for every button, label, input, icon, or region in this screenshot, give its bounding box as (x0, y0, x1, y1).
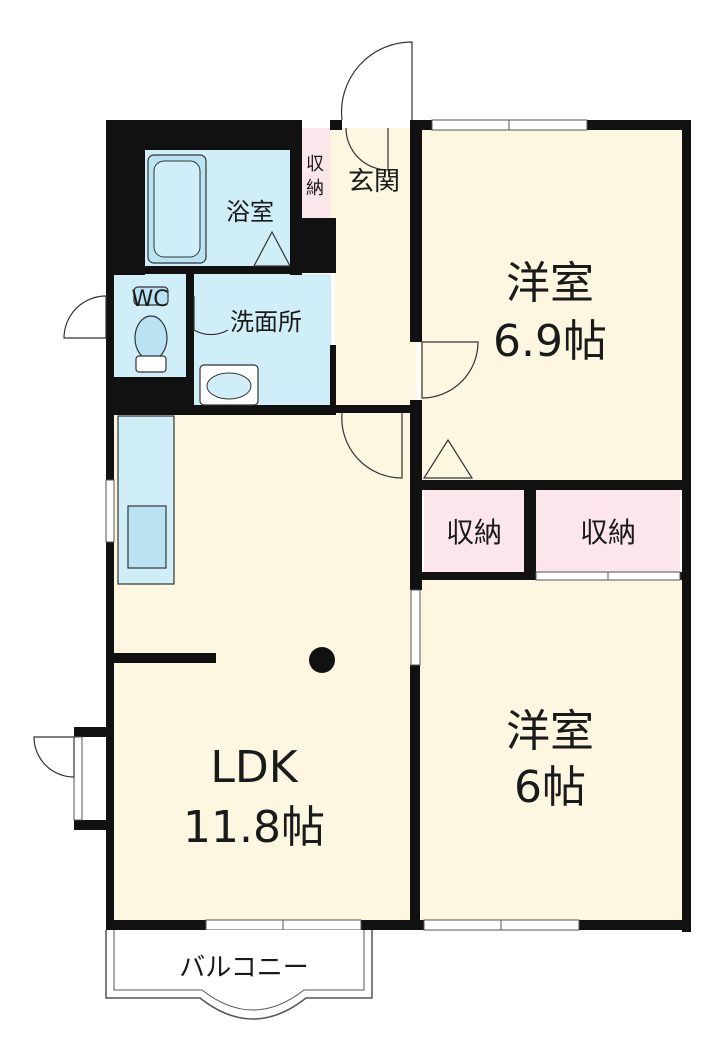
wall-kitchen-partial (112, 653, 216, 663)
wall-bath-bottom (106, 266, 300, 274)
wall-storage-mid (524, 480, 536, 580)
door-ldk (341, 412, 403, 479)
labels: 浴室 WC 洗面所 収 納 玄関 洋室 6.9帖 収納 収納 洋室 6帖 LDK… (131, 154, 636, 983)
wall-top-entrance (330, 120, 342, 130)
storage-right-label: 収納 (580, 516, 636, 549)
room-fills (112, 128, 682, 923)
wall-hall-bottom (336, 405, 416, 413)
wall-bottom (106, 920, 691, 930)
ldk-name: LDK (210, 742, 298, 793)
bath-label: 浴室 (226, 198, 274, 226)
ldk-size: 11.8帖 (183, 802, 325, 853)
western-room-2-name: 洋室 (506, 706, 594, 757)
storage-right-floor (536, 490, 680, 572)
wall-left-jog (74, 727, 112, 737)
balcony-label: バルコニー (179, 953, 308, 983)
door-storage-left (422, 438, 474, 479)
entrance-label: 玄関 (348, 167, 400, 197)
wall-wc-bottom (106, 377, 194, 408)
washbasin-bowl (206, 372, 252, 400)
window-kitchen-left (105, 479, 115, 543)
wall-bath-right (290, 120, 302, 275)
western-room-1-name: 洋室 (506, 258, 594, 309)
washroom-label: 洗面所 (230, 308, 302, 336)
wall-left-jog-b (74, 820, 112, 830)
wall-center-mid (410, 400, 422, 590)
wall-washroom-bottom (106, 405, 336, 415)
storage-left-floor (424, 490, 524, 572)
western-room-1-size: 6.9帖 (493, 316, 607, 367)
doors (33, 41, 479, 778)
western-room-1-floor (420, 128, 682, 484)
western-room-2-floor (420, 578, 682, 923)
hallway-floor (335, 228, 417, 413)
wall-storage-top (420, 480, 690, 490)
door-wc (63, 295, 107, 339)
western-room-2-size: 6帖 (514, 762, 586, 813)
window-ldk-left (73, 736, 83, 821)
kitchen-sink (127, 505, 167, 569)
toilet-seat (135, 355, 167, 373)
door-washroom (193, 296, 229, 336)
door-bath (253, 230, 291, 267)
wall-entry-left (300, 218, 336, 273)
wall-wc-right (186, 274, 194, 408)
wall-center-lower (410, 665, 420, 930)
door-western1 (421, 341, 479, 399)
fixtures (117, 154, 335, 673)
sliding-door-western2 (410, 589, 421, 666)
toilet-tank (133, 286, 169, 306)
entrance-storage-label-1: 収 (306, 154, 324, 175)
entrance-floor (330, 128, 416, 230)
balcony (105, 930, 373, 1020)
door-entrance-storage (345, 127, 389, 171)
entrance-storage-label-2: 納 (306, 178, 324, 199)
bathtub-inner (153, 160, 201, 258)
wall-right (682, 120, 691, 932)
wall-washroom-right (330, 345, 336, 413)
toilet-bowl (134, 315, 168, 361)
storage-left-label: 収納 (446, 516, 502, 549)
balcony-outline (105, 930, 373, 1020)
wall-center-upper (410, 120, 422, 342)
pillar-dot (309, 647, 335, 673)
entrance-storage-floor (300, 128, 330, 224)
door-ldk-side (33, 736, 75, 778)
front-door (340, 41, 413, 121)
wc-label: WC (131, 287, 168, 312)
balcony-inner (113, 930, 365, 1011)
